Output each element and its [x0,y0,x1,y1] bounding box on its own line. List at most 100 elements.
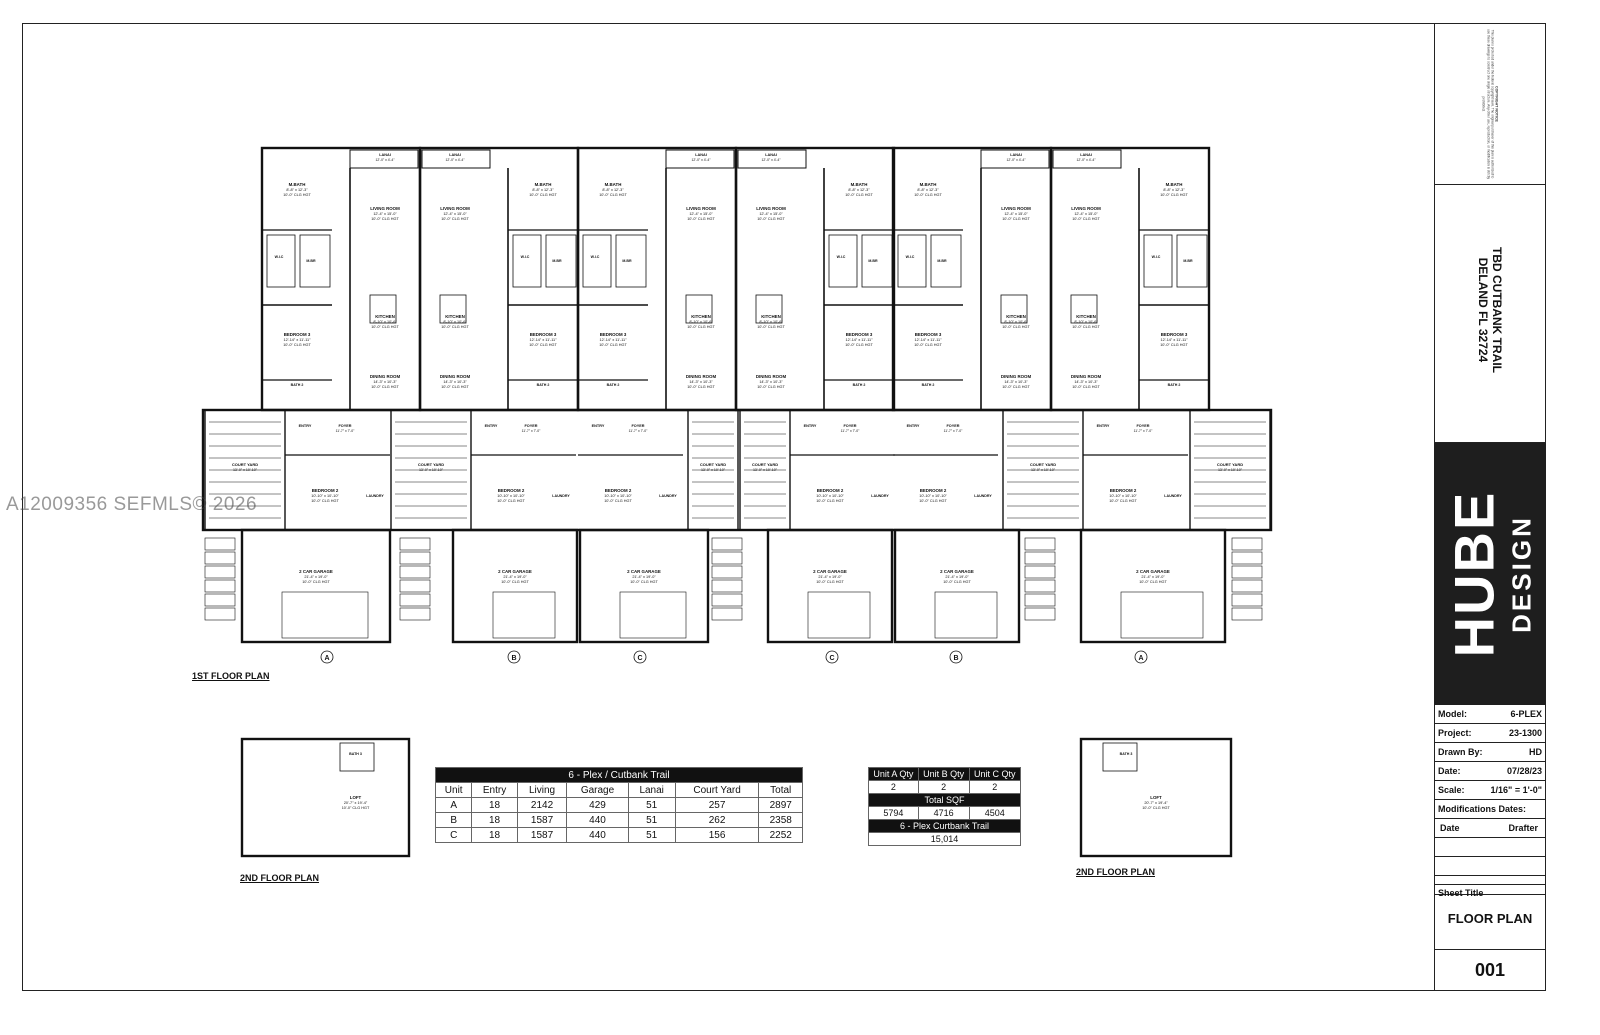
unit-marker-circle [825,650,839,664]
hube-design-logo: HUBE DESIGN [1434,443,1546,705]
garage-door [1120,591,1204,639]
court-yard [687,409,739,531]
second-floor-plan-label-left: 2ND FLOOR PLAN [240,873,320,883]
foyer-label: FOYER [843,424,856,428]
living-room-clg: 10'-0" CLG HGT [1072,217,1100,221]
sqf-cell: 4504 [968,806,1022,820]
dining-room-dim: 14'-3" x 10'-3" [689,380,713,384]
lanai-label: LANAI [379,153,391,157]
garage-door [281,591,369,639]
mbr-label: M.BR [306,259,316,263]
table-cell: 51 [627,812,676,828]
mbr-label: M.BR [622,259,632,263]
dining-room-clg: 10'-0" CLG HGT [371,385,399,389]
table-cell: 2252 [758,827,803,843]
sheet-title-label: Sheet Title [1438,888,1484,898]
table-cell: 51 [627,797,676,813]
bath-3 [1102,742,1138,772]
lanai-label: LANAI [765,153,777,157]
m-bath: M.BATH [920,182,937,187]
qty-header: Unit A Qty [868,767,919,781]
garage [1079,528,1227,644]
dining-room-dim: 14'-3" x 10'-3" [1074,380,1098,384]
bedroom-2-dim: 10'-10" x 10'-10" [311,494,339,498]
copyright-notice: COPYRIGHT NOTICE This plan is protected … [1434,23,1546,185]
driveway-paver [204,551,236,565]
bedroom-2-clg: 10'-0" CLG HGT [311,499,339,503]
lanai [665,149,735,169]
unit-marker-circle [320,650,334,664]
m-bath-clg: 10'-0" CLG HGT [1160,193,1188,197]
garage: 2 CAR GARAGE [940,569,974,574]
unit-marker-circle [1134,650,1148,664]
row-label: Model: [1438,709,1467,719]
address-line-1: TBD CUTBANK TRAIL [1490,247,1504,373]
unit-marker-circle [507,650,521,664]
bedroom-2: BEDROOM 2 [920,488,947,493]
court-yard-label: COURT YARD [752,462,778,467]
court-yard-dim: 13'-0" x 10'-10" [701,468,726,472]
bedroom-2-clg: 10'-0" CLG HGT [816,499,844,503]
bath-3-label: BATH 3 [1120,752,1133,756]
kitchen: KITCHEN [691,314,711,319]
garage: 2 CAR GARAGE [498,569,532,574]
bedroom-2: BEDROOM 2 [498,488,525,493]
closet [299,234,331,288]
living-room-dim: 12'-4" x 15'-0" [443,212,467,216]
driveway-paver [711,537,743,551]
bedroom-3: BEDROOM 3 [915,332,942,337]
unit-marker-label: A [324,655,329,662]
dining-room-clg: 10'-0" CLG HGT [1002,385,1030,389]
driveway-paver [204,579,236,593]
dining-room: DINING ROOM [1071,374,1102,379]
mbr-label: M.BR [937,259,947,263]
garage-clg: 10'-0" CLG HGT [943,580,971,584]
living-room-clg: 10'-0" CLG HGT [1002,217,1030,221]
closet [897,234,927,288]
garage: 2 CAR GARAGE [299,569,333,574]
bedroom-2-dim: 10'-10" x 10'-10" [919,494,947,498]
foyer-dim: 11'-7" x 7'-0" [629,429,649,433]
m-bath-clg: 10'-0" CLG HGT [599,193,627,197]
bedroom-3: BEDROOM 3 [600,332,627,337]
driveway-paver [1231,579,1263,593]
bedroom-2-clg: 10'-0" CLG HGT [497,499,525,503]
wic-label: W.I.C [906,255,915,259]
total-sqf-title: Total SQF [868,793,1021,807]
table-cell: 18 [471,797,518,813]
entry-label: ENTRY [1097,424,1110,428]
dining-room-dim: 14'-3" x 10'-3" [759,380,783,384]
garage-clg: 10'-0" CLG HGT [1139,580,1167,584]
driveway-paver [204,593,236,607]
lanai [349,149,419,169]
kitchen-dim: 8'-10" x 10'-6" [759,320,783,324]
m-bath-clg: 10'-0" CLG HGT [529,193,557,197]
bedroom-2-clg: 10'-0" CLG HGT [1109,499,1137,503]
bath-2-label: BATH 2 [853,383,866,387]
m-bath-clg: 10'-0" CLG HGT [914,193,942,197]
quantity-table: Unit A Qty Unit B Qty Unit C Qty 2 2 2 T… [868,767,1022,846]
closet [615,234,647,288]
driveway-paver [1231,537,1263,551]
lower-band-outline [201,408,1273,532]
bath-2-label: BATH 2 [537,383,550,387]
row-value: HD [1529,747,1542,757]
unit-marker-circle [949,650,963,664]
kitchen-dim: 8'-10" x 10'-6" [443,320,467,324]
mls-watermark: A12009356 SEFMLS© 2026 [6,494,258,515]
table-cell: 156 [674,827,760,843]
area-table-header: Court Yard [674,782,760,798]
dining-room-dim: 14'-3" x 10'-3" [1004,380,1028,384]
laundry-label: LAUNDRY [871,494,889,498]
garage-door [807,591,871,639]
garage [766,528,894,644]
row-label: Date [1440,823,1460,833]
row-value: 6-PLEX [1510,709,1542,719]
m-bath: M.BATH [535,182,552,187]
sqf-cell: 5794 [868,806,919,820]
living-room: LIVING ROOM [1001,206,1031,211]
kitchen-dim: 8'-10" x 10'-6" [1004,320,1028,324]
dining-room-clg: 10'-0" CLG HGT [687,385,715,389]
bedroom-3: BEDROOM 3 [846,332,873,337]
dining-room: DINING ROOM [370,374,401,379]
